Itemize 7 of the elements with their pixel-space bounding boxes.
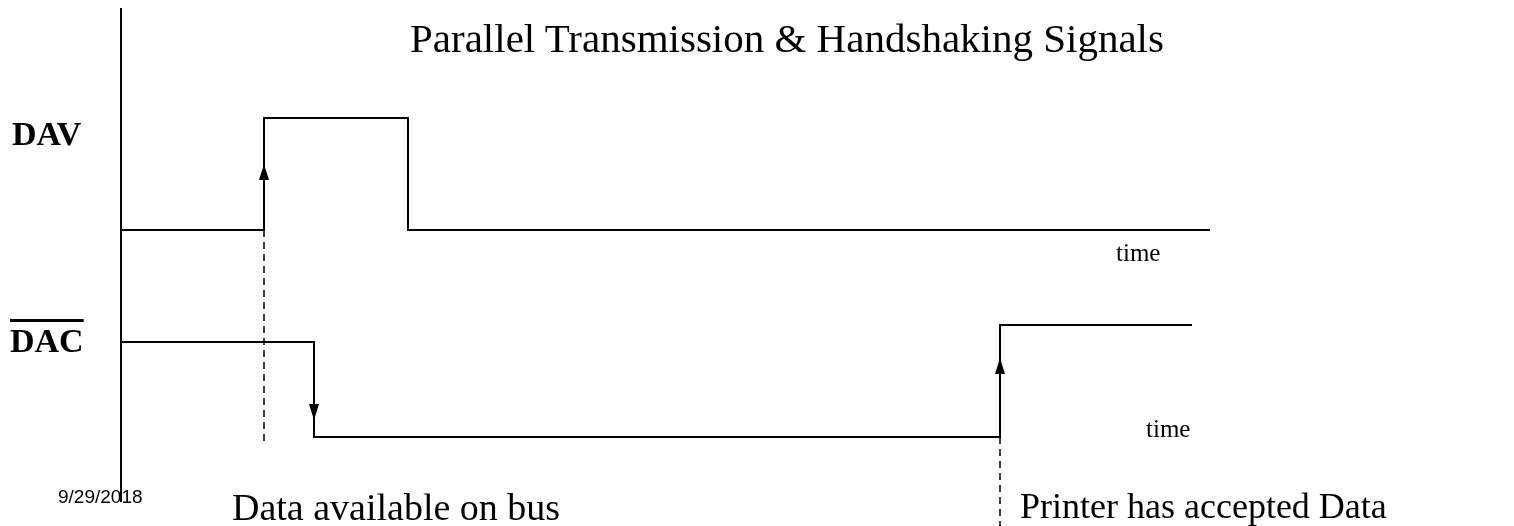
event-label: Data available on bus [232,488,561,526]
signal-name: DAV [12,117,82,151]
event-label: Printer has accepted Data [1020,488,1387,524]
axis-label: time [1116,240,1161,265]
axis-label: time [1146,416,1191,441]
signal-name: DAC [10,324,84,358]
chart-title: Parallel Transmission & Handshaking Signals [410,18,1164,59]
